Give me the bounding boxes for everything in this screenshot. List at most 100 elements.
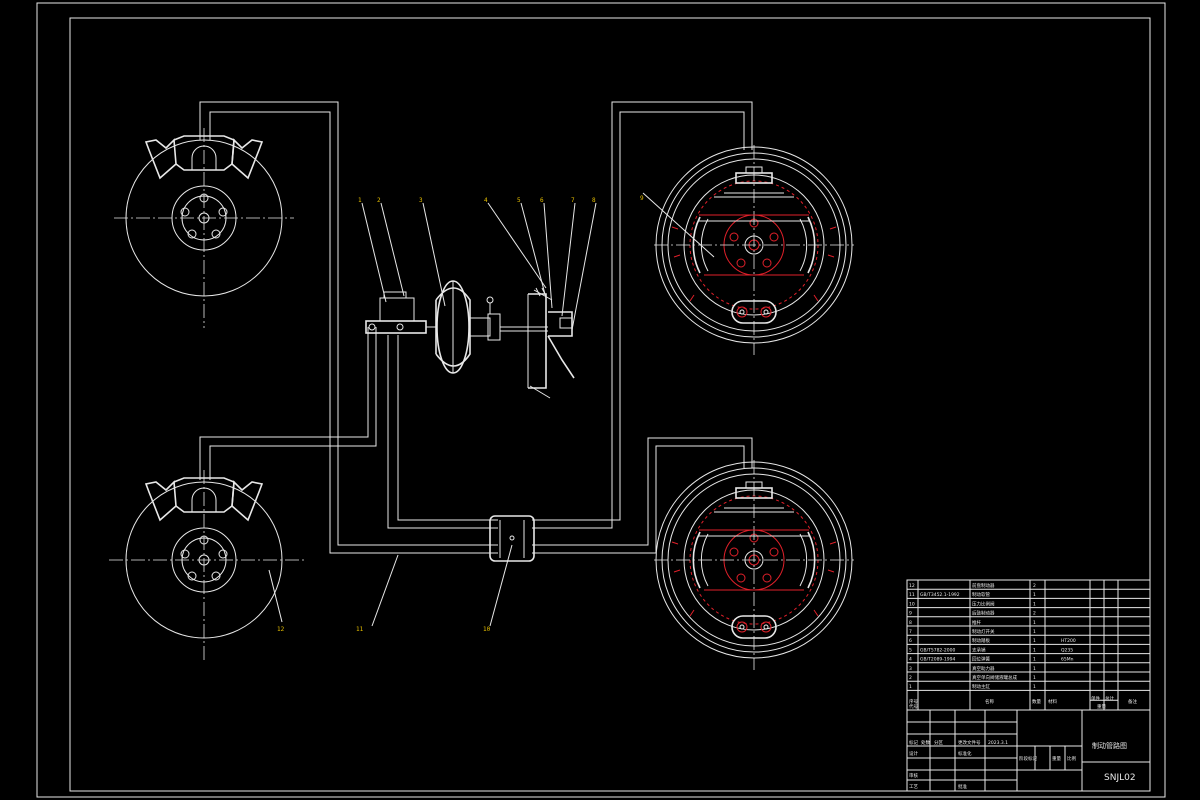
part-name: 真空单向阀储液罐总成 — [972, 674, 1017, 681]
label-standardization: 标准化 — [958, 750, 972, 757]
label-design: 设计 — [909, 750, 918, 757]
part-material: HT200 — [1061, 638, 1076, 644]
part-code: GB/T2089-1994 — [920, 657, 956, 663]
part-qty: 1 — [1033, 657, 1036, 663]
part-name: 后鼓制动器 — [972, 610, 995, 617]
label-weight: 重量 — [1052, 755, 1061, 762]
parts-row: 10 压力比例阀 1 — [907, 600, 1150, 609]
part-name: 压力比例阀 — [972, 600, 995, 607]
callout-1: 1 — [358, 197, 362, 204]
part-material: Q235 — [1061, 647, 1073, 653]
part-name: 制动灯开关 — [972, 628, 995, 635]
part-no: 8 — [909, 620, 912, 626]
part-name: 支承销 — [972, 646, 986, 653]
parts-row: 7 制动灯开关 1 — [907, 628, 1150, 636]
part-name: 制动软管 — [972, 591, 990, 598]
part-no: 6 — [909, 638, 912, 644]
part-no: 7 — [909, 629, 912, 635]
rear-drum-brake-upper — [642, 145, 854, 355]
part-qty: 1 — [1033, 666, 1036, 672]
sheet-border-outer — [36, 2, 1166, 798]
callout-6: 6 — [540, 197, 544, 204]
part-no: 1 — [909, 684, 912, 690]
parts-row: 1 制动主缸 1 — [907, 683, 1150, 691]
parts-row: 9 后鼓制动器 2 — [907, 610, 1150, 618]
part-name: 推杆 — [972, 619, 981, 626]
part-no: 5 — [909, 647, 912, 653]
part-name: 回位弹簧 — [972, 656, 990, 663]
drawing-title: 制动管路图 — [1092, 741, 1127, 750]
parts-row: 8 推杆 1 — [907, 619, 1150, 627]
part-no: 12 — [909, 583, 915, 589]
callout-4: 4 — [484, 197, 488, 204]
callout-7: 7 — [571, 197, 575, 204]
part-no: 2 — [909, 675, 912, 681]
part-no: 9 — [909, 611, 912, 617]
label-date-value: 2023.3.1 — [988, 740, 1008, 746]
part-name: 真空助力器 — [972, 665, 995, 672]
parts-header-cell: 序号 — [909, 698, 918, 705]
part-qty: 1 — [1033, 601, 1036, 607]
parts-row: 3 真空助力器 1 — [907, 665, 1150, 673]
label-approve: 批准 — [958, 783, 967, 790]
part-name: 制动踏板 — [972, 637, 990, 644]
label-mark: 标记 — [909, 739, 918, 746]
parts-row: 6 制动踏板 1 HT200 — [907, 637, 1150, 645]
parts-header-cell: 总计 — [1105, 695, 1114, 702]
proportional-valve — [489, 515, 535, 562]
brake-lines — [199, 101, 753, 554]
part-qty: 1 — [1033, 620, 1036, 626]
part-qty: 2 — [1033, 611, 1036, 617]
callout-10: 10 — [483, 626, 491, 633]
label-stage-mark: 阶段标记 — [1019, 755, 1037, 762]
part-name: 制动主缸 — [972, 683, 990, 690]
part-code: GB/T3452.1-1992 — [920, 592, 960, 598]
front-disc-brake-upper — [114, 128, 294, 328]
callout-9: 9 — [640, 195, 644, 202]
part-material: 65Mn — [1061, 657, 1074, 663]
part-code: GB/T5782-2000 — [920, 647, 956, 653]
parts-header: 序号代号名称数量材料单件总计重量备注 — [909, 695, 1137, 710]
parts-row: 2 真空单向阀储液罐总成 1 — [907, 674, 1150, 682]
parts-row: 11 GB/T3452.1-1992 制动软管 1 — [907, 591, 1150, 599]
part-qty: 1 — [1033, 629, 1036, 635]
drawing-number: SNJL02 — [1104, 773, 1136, 783]
part-qty: 1 — [1033, 675, 1036, 681]
master-cylinder-assembly — [365, 280, 575, 399]
leader-lines — [361, 202, 597, 627]
parts-row: 12 前盘制动器 2 — [907, 582, 1150, 590]
parts-header-cell: 备注 — [1128, 698, 1137, 705]
parts-header-cell: 重量 — [1097, 703, 1106, 710]
part-name: 前盘制动器 — [972, 582, 995, 589]
parts-header-cell: 单件 — [1091, 695, 1100, 702]
parts-header-cell: 数量 — [1032, 698, 1041, 705]
callout-8: 8 — [592, 197, 596, 204]
parts-row: 5 GB/T5782-2000 支承销 1 Q235 — [907, 646, 1150, 655]
part-no: 11 — [909, 592, 915, 598]
part-no: 3 — [909, 666, 912, 672]
callout-3: 3 — [419, 197, 423, 204]
label-process: 工艺 — [909, 784, 918, 790]
label-review: 审核 — [909, 772, 918, 779]
part-qty: 1 — [1033, 592, 1036, 598]
callout-labels: 1 2 3 4 5 6 7 8 9 10 11 12 — [277, 195, 644, 633]
label-count: 处数 — [921, 739, 930, 746]
part-no: 10 — [909, 601, 915, 607]
part-qty: 1 — [1033, 647, 1036, 653]
callout-2: 2 — [377, 197, 381, 204]
parts-header-cell: 名称 — [985, 698, 994, 705]
label-scale: 比例 — [1067, 755, 1076, 762]
parts-header-cell: 代号 — [909, 703, 918, 710]
part-qty: 1 — [1033, 638, 1036, 644]
part-qty: 2 — [1033, 583, 1036, 589]
rear-drum-brake-lower — [654, 460, 854, 670]
callout-11: 11 — [356, 626, 364, 633]
part-qty: 1 — [1033, 684, 1036, 690]
callout-12: 12 — [277, 626, 285, 633]
front-disc-brake-lower — [109, 470, 304, 660]
sheet-border-inner — [69, 17, 1151, 792]
